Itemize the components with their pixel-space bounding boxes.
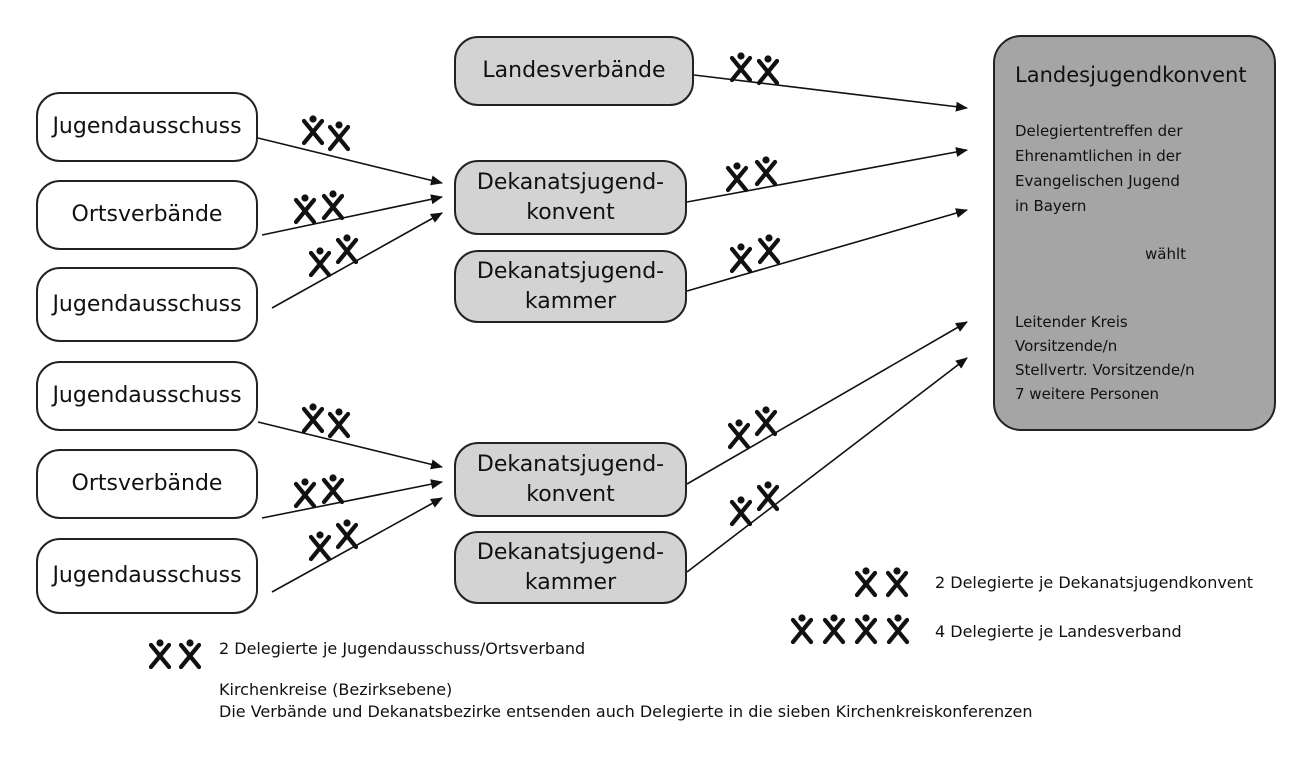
arrow-ov2-to-djk2 [261,479,443,519]
jugendausschuss-box-1: Jugendausschuss [36,92,258,162]
leadership-list: Leitender Kreis Vorsitzende/n Stellvertr… [1015,313,1195,403]
footnote-text: Die Verbände und Dekanatsbezirke entsend… [219,702,1033,721]
delegate-pair-icon [732,52,777,83]
delegate-pair-icon [296,190,342,222]
footnote-title: Kirchenkreise (Bezirksebene) [219,680,453,699]
delegate-pair-icon [732,481,777,524]
delegate-pair-icon [311,234,356,275]
legend-dekanat-text: 2 Delegierte je Dekanatsjugendkonvent [935,573,1254,592]
dekanatsjugendkonvent-box-2: Dekanatsjugend- konvent [454,442,687,517]
legend-jugendausschuss-text: 2 Delegierte je Jugendausschuss/Ortsverb… [219,639,586,658]
jugendausschuss-box-3: Jugendausschuss [36,361,258,431]
delegate-pair-icon [304,403,348,436]
arrow-ja3-to-djk2 [257,421,443,470]
dekanatsjugendkonvent-box-1: Dekanatsjugend- konvent [454,160,687,235]
delegate-pair-icon [730,406,775,447]
arrow-djk1-to-ljk [686,147,968,203]
ortsverbaende-box-1: Ortsverbände [36,180,258,250]
delegate-pair-icon [728,156,775,190]
main-box-title: Landesjugendkonvent [1015,63,1247,87]
legend-jugendausschuss-icon [151,639,199,667]
arrow-djkam2-to-ljk [686,357,968,573]
arrow-ov1-to-djk1 [261,194,443,236]
jugendausschuss-box-2: Jugendausschuss [36,267,258,342]
legend-dekanat-icon [857,567,906,595]
arrow-djkam1-to-ljk [686,208,968,292]
main-box-description: Delegiertentreffen der Ehrenamtlichen in… [1015,122,1183,215]
landesjugendkonvent-box: Landesjugendkonvent Delegiertentreffen d… [993,35,1276,431]
delegate-pair-icon [304,115,348,149]
landesverbaende-box: Landesverbände [454,36,694,106]
arrow-ja1-to-djk1 [257,137,443,186]
delegate-pair-icon [311,519,356,559]
jugendausschuss-box-4: Jugendausschuss [36,538,258,614]
dekanatsjugendkammer-box-2: Dekanatsjugend- kammer [454,531,687,604]
dekanatsjugendkammer-box-1: Dekanatsjugend- kammer [454,250,687,323]
ortsverbaende-box-2: Ortsverbände [36,449,258,519]
elects-label: wählt [1145,245,1187,263]
legend-landesverband-icon [793,614,907,642]
delegate-pair-icon [732,234,778,271]
legend-landesverband-text: 4 Delegierte je Landesverband [935,622,1182,641]
delegate-pair-icon [296,474,342,506]
arrow-djk2-to-ljk [686,321,968,485]
arrow-lv-to-ljk [693,74,968,112]
